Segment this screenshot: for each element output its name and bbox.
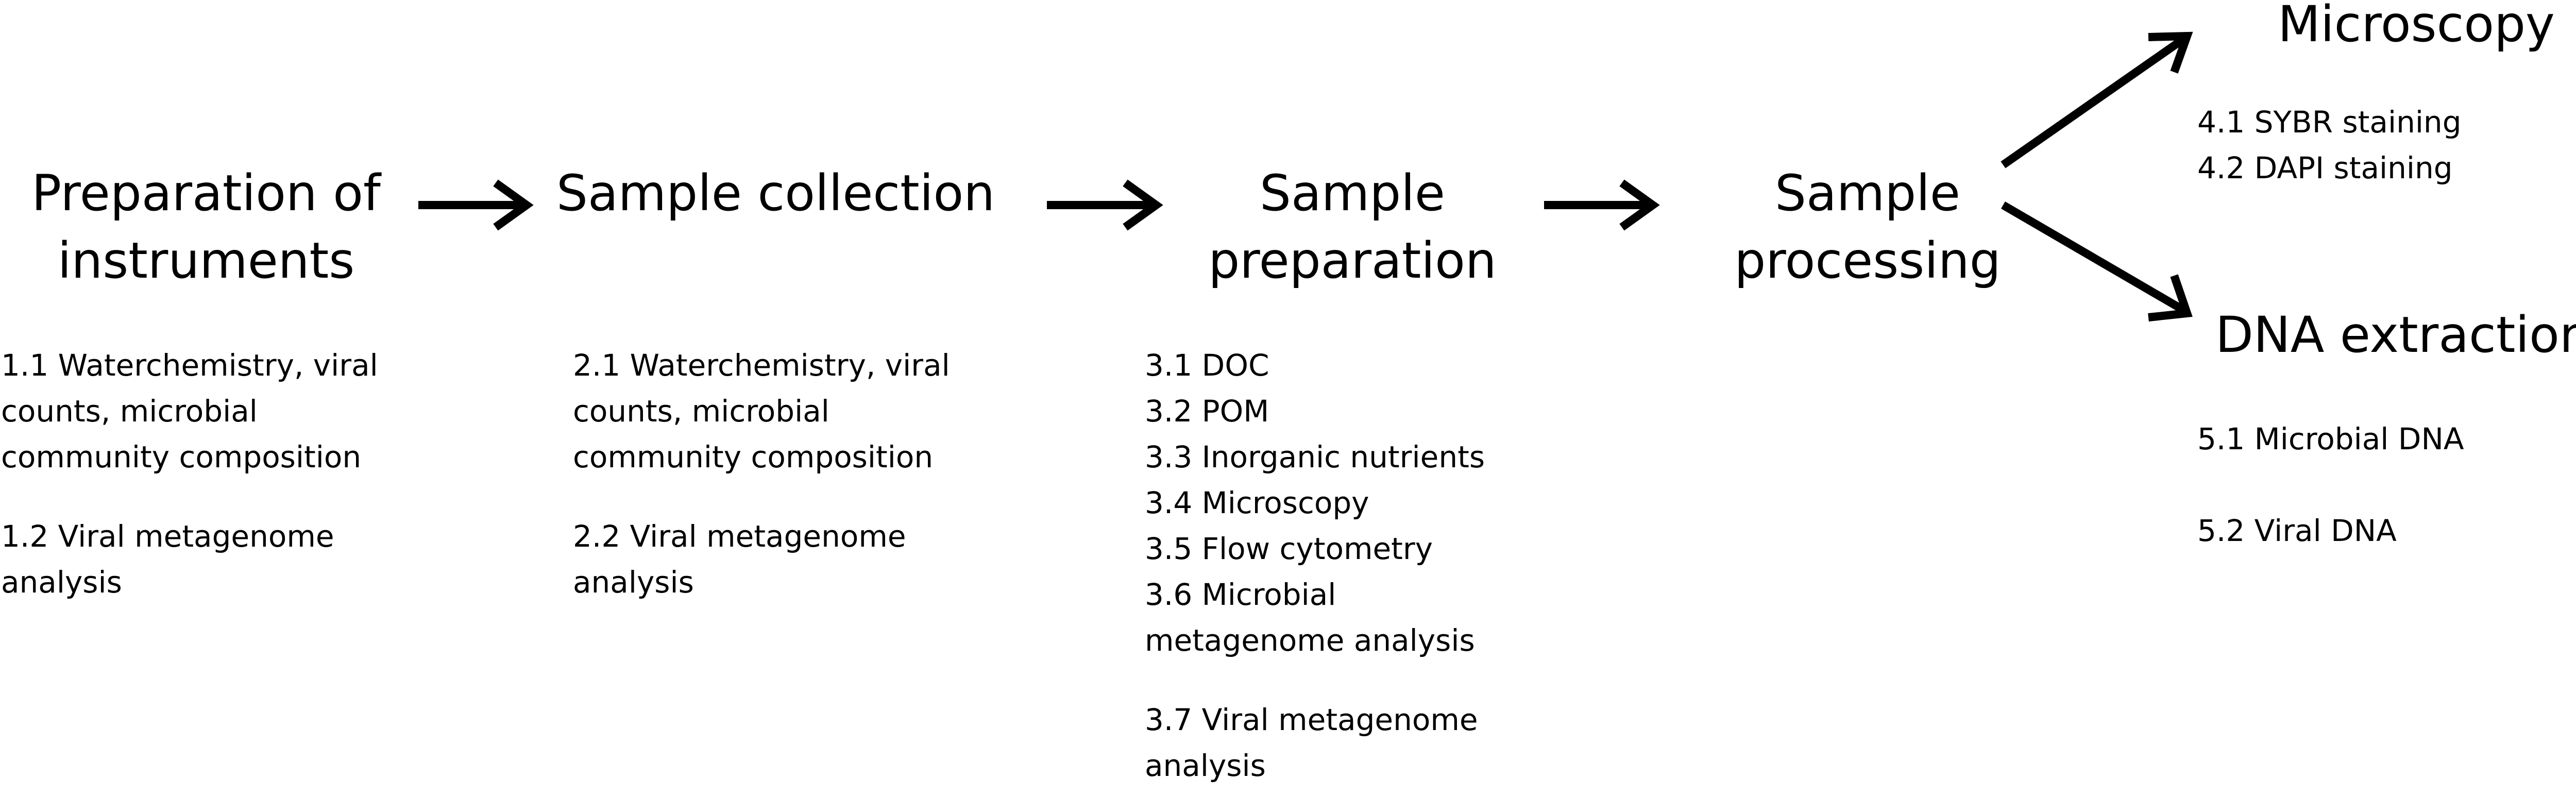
list-item: 1.2 Viral metagenome: [1, 519, 334, 554]
list-item: 3.2 POM: [1145, 394, 1269, 429]
step-sample-processing-title: Sample processing: [1710, 160, 2025, 294]
step-preparation-of-instruments-title: Preparation of instruments: [0, 160, 412, 294]
list-item: community composition: [1, 439, 362, 475]
arrow-step1-to-step2: [418, 179, 534, 231]
title-line: preparation: [1208, 231, 1497, 290]
list-item: 3.4 Microscopy: [1145, 485, 1369, 520]
arrow-step3-to-step4: [1544, 179, 1660, 231]
list-item: 3.1 DOC: [1145, 348, 1269, 383]
list-item: 3.7 Viral metagenome: [1145, 702, 1478, 737]
list-item: 2.2 Viral metagenome: [573, 519, 906, 554]
list-item: 5.2 Viral DNA: [2197, 513, 2397, 548]
list-item: analysis: [1, 565, 122, 600]
step-sample-preparation-items: 3.1 DOC 3.2 POM 3.3 Inorganic nutrients …: [1145, 343, 1485, 789]
title-line: processing: [1734, 231, 2001, 290]
title-line: Sample: [1775, 164, 1960, 222]
arrow-to-microscopy: [2001, 31, 2193, 168]
list-item: analysis: [573, 565, 694, 600]
title-line: Sample: [1260, 164, 1445, 222]
title-line: instruments: [57, 231, 355, 290]
branch-dna-extraction-title: DNA extraction: [2215, 301, 2576, 369]
step-sample-collection-items: 2.1 Waterchemistry, viral counts, microb…: [573, 343, 950, 605]
arrow-step2-to-step3: [1047, 179, 1163, 231]
step-preparation-of-instruments-items: 1.1 Waterchemistry, viral counts, microb…: [1, 343, 378, 605]
list-item: metagenome analysis: [1145, 623, 1475, 658]
list-item: 4.1 SYBR staining: [2197, 105, 2462, 140]
arrow-to-dna-extraction: [2001, 201, 2193, 321]
list-item: analysis: [1145, 748, 1266, 783]
list-item: 5.1 Microbial DNA: [2197, 421, 2464, 456]
list-item: 1.1 Waterchemistry, viral: [1, 348, 378, 383]
branch-dna-extraction-items: 5.1 Microbial DNA 5.2 Viral DNA: [2197, 416, 2464, 554]
title-line: Sample collection: [556, 164, 995, 222]
step-sample-preparation-title: Sample preparation: [1185, 160, 1520, 294]
title-line: Microscopy: [2278, 0, 2555, 53]
list-item: 4.2 DAPI staining: [2197, 150, 2453, 185]
list-item: 3.6 Microbial: [1145, 577, 1336, 612]
list-item: 2.1 Waterchemistry, viral: [573, 348, 950, 383]
list-item: 3.5 Flow cytometry: [1145, 531, 1433, 566]
list-item: counts, microbial: [1, 394, 258, 429]
branch-microscopy-title: Microscopy: [2257, 0, 2576, 58]
title-line: DNA extraction: [2215, 306, 2576, 364]
list-item: counts, microbial: [573, 394, 829, 429]
step-sample-collection-title: Sample collection: [556, 160, 1010, 227]
list-item: 3.3 Inorganic nutrients: [1145, 439, 1485, 475]
list-item: community composition: [573, 439, 934, 475]
branch-microscopy-items: 4.1 SYBR staining 4.2 DAPI staining: [2197, 99, 2462, 191]
title-line: Preparation of: [31, 164, 381, 222]
